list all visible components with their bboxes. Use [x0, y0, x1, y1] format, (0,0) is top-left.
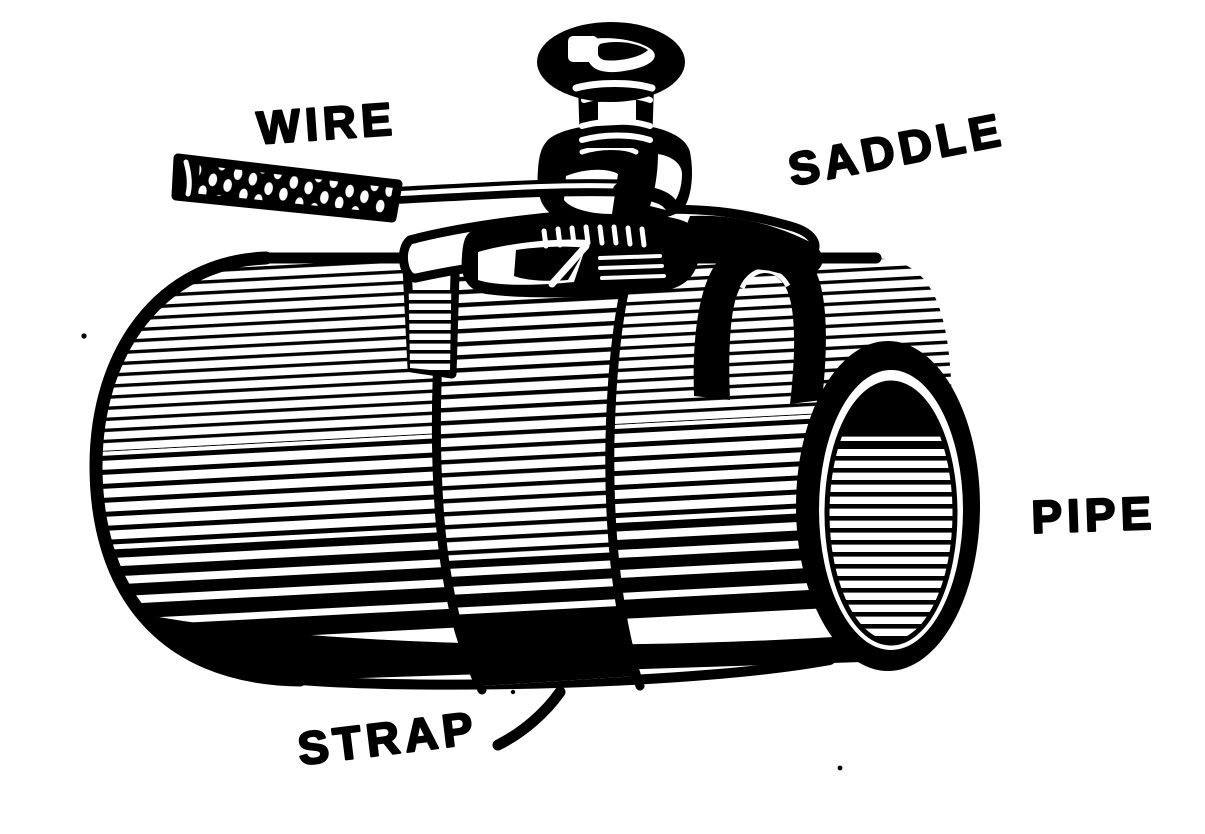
screw-shank-highlight [598, 100, 636, 126]
label-wire: WIRE [255, 92, 398, 154]
pipe-left-cap-outline [89, 251, 307, 687]
saddle-right-arm [678, 215, 823, 277]
label-pipe: PIPE [1031, 487, 1158, 543]
pipe-bottom-right-edge [295, 655, 835, 690]
wire [171, 153, 677, 223]
wire-clamped-tail [613, 183, 677, 211]
saddle-right-foot-inner-highlight [739, 268, 791, 290]
pipe-bore-edge [824, 380, 958, 646]
strap-leader-line [492, 686, 566, 751]
terminal-screw [537, 22, 692, 224]
screw-head-slot-shadow [597, 42, 648, 61]
wire-braid [171, 153, 403, 223]
wire-cut-end-highlight [183, 159, 192, 197]
saddle-detail-panel [461, 214, 700, 298]
saddle-knurl-ticks [541, 224, 647, 249]
saddle-right-foot [693, 243, 826, 404]
saddle-rib-block [598, 254, 666, 280]
wire-bare-lead-highlight [389, 183, 619, 197]
strap [431, 227, 645, 695]
pipe-open-end [796, 341, 980, 671]
saddle-left-lug-hatching [408, 290, 452, 372]
ink-specks [81, 333, 843, 771]
screw-head-highlight [568, 36, 598, 62]
screw-head-underside-highlight [572, 80, 656, 92]
